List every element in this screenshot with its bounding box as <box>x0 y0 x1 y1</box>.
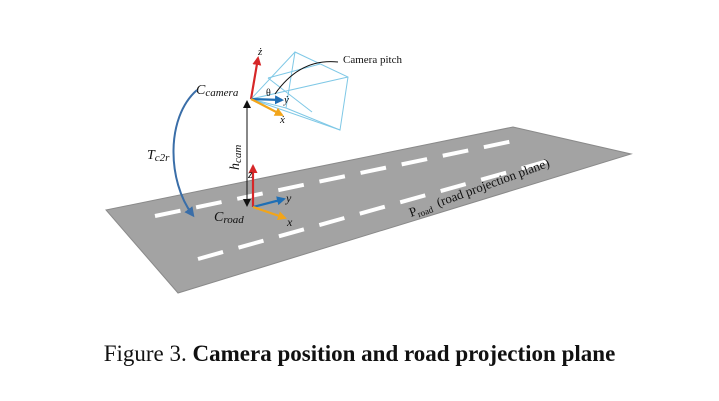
figure-caption: Figure 3. Camera position and road proje… <box>0 341 719 367</box>
caption-prefix: Figure 3. <box>103 341 187 366</box>
road-z-label: z <box>247 167 253 181</box>
camera-x-axis <box>250 98 284 116</box>
transform-label: Tc2r <box>147 148 170 164</box>
c-road-label: Croad <box>214 210 244 226</box>
road-y-label: y <box>285 191 292 205</box>
road-x-label: x <box>286 215 293 229</box>
pitch-angle-label: θ <box>266 88 271 99</box>
lane-marking-lower <box>197 157 556 261</box>
camera-frustum <box>250 51 349 131</box>
c-camera-label: Ccamera <box>196 83 239 99</box>
lane-marking-upper <box>154 138 519 218</box>
camera-x-label: ẋ <box>279 114 285 126</box>
road-x-axis <box>252 205 287 220</box>
road-y-axis <box>252 196 286 209</box>
camera-z-label: ż <box>257 46 263 58</box>
camera-pitch-label: Camera pitch <box>343 54 402 66</box>
camera-z-axis <box>249 56 262 100</box>
camera-y-label: ẏ <box>283 94 289 106</box>
camera-y-axis <box>250 95 284 105</box>
camera-pitch-leader <box>274 61 339 95</box>
transform-arrow <box>172 89 198 218</box>
height-label: hcam <box>228 145 244 170</box>
caption-title: Camera position and road projection plan… <box>192 341 616 366</box>
